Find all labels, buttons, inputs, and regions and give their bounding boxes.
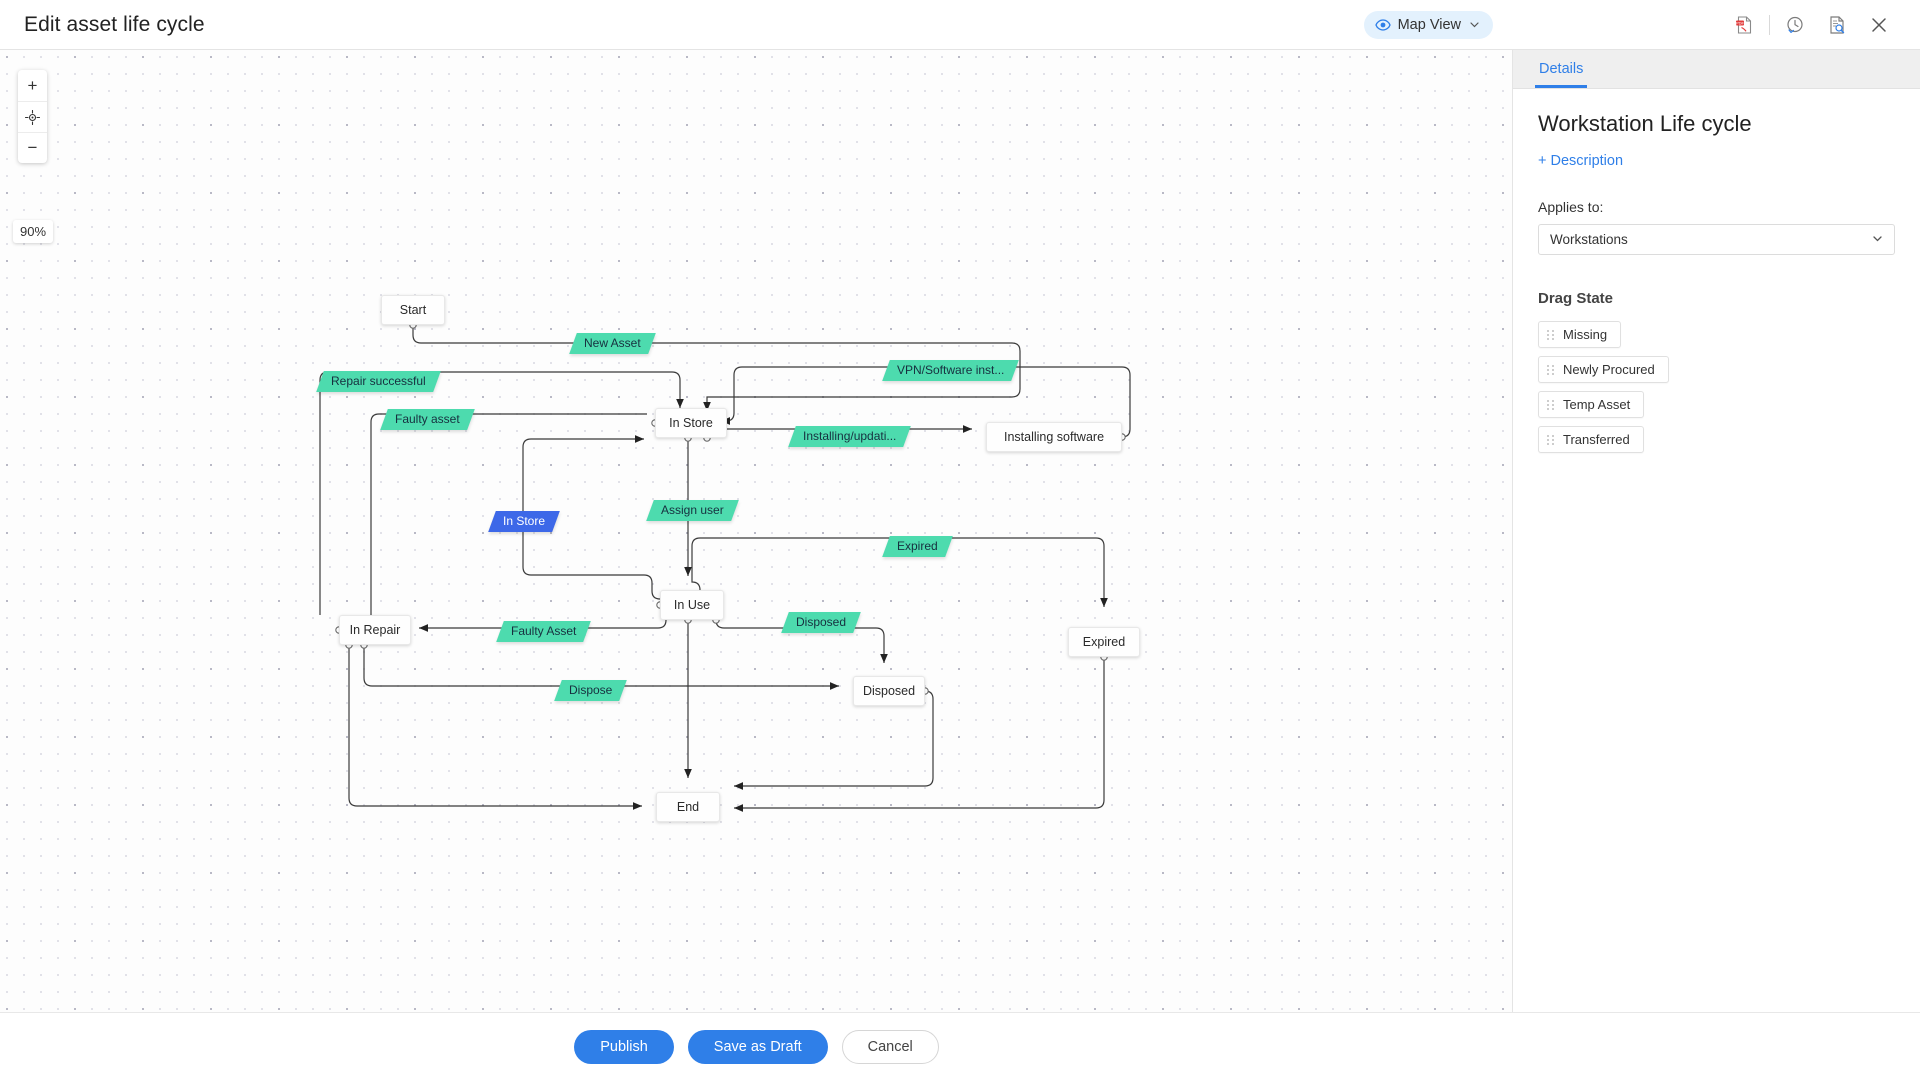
flow-node-label: In Use [673, 598, 711, 612]
flow-node-label: In Store [669, 416, 713, 430]
panel-body: Workstation Life cycle + Description App… [1513, 89, 1920, 453]
zoom-controls: + − [18, 70, 47, 163]
zoom-in-button[interactable]: + [27, 75, 38, 95]
eye-icon [1374, 17, 1391, 33]
flow-node-label: Disposed [862, 684, 916, 698]
edge-label-text: Repair successful [331, 374, 426, 388]
drag-handle-icon[interactable] [1547, 434, 1554, 445]
edge-label-assign-user[interactable]: Assign user [646, 500, 739, 521]
details-panel: Details Workstation Life cycle + Descrip… [1513, 50, 1920, 1012]
tab-details[interactable]: Details [1535, 61, 1588, 88]
map-view-label: Map View [1397, 16, 1461, 33]
flow-node-inuse[interactable]: In Use [660, 590, 724, 620]
flow-node-label: End [676, 800, 700, 814]
drag-state-chip[interactable]: Transferred [1538, 426, 1644, 453]
applies-to-select[interactable]: Workstations [1538, 224, 1895, 255]
edge-label-vpn-software[interactable]: VPN/Software inst... [882, 360, 1020, 381]
zoom-level-indicator: 90% [13, 220, 54, 243]
drag-state-chip[interactable]: Temp Asset [1538, 391, 1645, 418]
map-view-dropdown[interactable]: Map View [1363, 10, 1493, 39]
chevron-down-icon [1871, 232, 1884, 248]
edge-label-expired-lbl[interactable]: Expired [882, 536, 953, 557]
add-description-link[interactable]: + Description [1538, 153, 1624, 169]
drag-state-label: Transferred [1563, 432, 1630, 447]
fit-to-screen-icon[interactable] [18, 101, 47, 132]
edge-label-text: Faulty asset [395, 412, 460, 426]
save-as-draft-button[interactable]: Save as Draft [687, 1029, 828, 1064]
drag-state-title: Drag State [1538, 290, 1614, 307]
publish-button[interactable]: Publish [574, 1029, 674, 1064]
body: + − 90% [0, 50, 1920, 1012]
edge-label-text: In Store [503, 514, 546, 528]
edge-label-dispose-lbl[interactable]: Dispose [554, 680, 628, 701]
flow-node-installing[interactable]: Installing software [986, 422, 1122, 452]
edge-label-in-store-sel[interactable]: In Store [488, 511, 560, 532]
flow-node-label: Expired [1082, 635, 1126, 649]
flow-node-start[interactable]: Start [381, 295, 445, 325]
edge-label-text: Disposed [796, 615, 847, 629]
drag-state-chip[interactable]: Missing [1538, 321, 1622, 348]
flow-node-label: Start [399, 303, 427, 317]
footer-filler [1513, 1012, 1920, 1080]
pdf-export-icon[interactable]: PDF [1723, 4, 1765, 46]
flow-node-inrepair[interactable]: In Repair [339, 615, 411, 645]
zoom-out-button[interactable]: − [18, 132, 47, 163]
edge-label-installing-up[interactable]: Installing/updati... [788, 426, 912, 447]
applies-to-value: Workstations [1550, 232, 1628, 247]
cancel-button[interactable]: Cancel [841, 1029, 939, 1064]
flow-graph [0, 50, 1512, 1012]
applies-to-label: Applies to: [1538, 199, 1604, 215]
footer-actions: Publish Save as Draft Cancel [0, 1012, 1513, 1080]
drag-state-label: Missing [1563, 327, 1608, 342]
edge-label-text: Expired [897, 539, 938, 553]
drag-state-chip[interactable]: Newly Procured [1538, 356, 1669, 383]
edge-label-faulty-asset-1[interactable]: Faulty asset [380, 409, 475, 430]
svg-text:PDF: PDF [1736, 20, 1745, 25]
drag-handle-icon[interactable] [1547, 399, 1554, 410]
flow-node-label: Installing software [1003, 430, 1105, 444]
flow-node-instore[interactable]: In Store [655, 408, 727, 438]
footer-wrap: Publish Save as Draft Cancel [0, 1012, 1920, 1080]
chevron-down-icon [1469, 19, 1480, 30]
header-divider [1769, 14, 1770, 35]
edge-label-faulty-asset-2[interactable]: Faulty Asset [496, 621, 592, 642]
edge-label-text: Dispose [569, 683, 613, 697]
edge-label-text: Faulty Asset [511, 624, 577, 638]
edge-label-repair-ok[interactable]: Repair successful [316, 371, 441, 392]
drag-handle-icon[interactable] [1547, 329, 1554, 340]
lifecycle-title: Workstation Life cycle [1538, 111, 1752, 136]
flow-node-label: In Repair [349, 623, 401, 637]
edge-layer [319, 321, 1131, 812]
flow-node-disposed[interactable]: Disposed [853, 676, 925, 706]
edge-label-text: VPN/Software inst... [897, 363, 1005, 377]
document-search-icon[interactable] [1816, 4, 1858, 46]
header-icon-group: PDF [1723, 4, 1900, 46]
flow-node-expired[interactable]: Expired [1068, 627, 1140, 657]
app-header: Edit asset life cycle Map View PDF [0, 0, 1920, 50]
flow-node-end[interactable]: End [656, 792, 720, 822]
diagram-canvas[interactable]: + − 90% [0, 50, 1513, 1012]
edge-label-text: New Asset [584, 336, 641, 350]
edge-label-text: Assign user [661, 503, 724, 517]
edge-label-text: Installing/updati... [803, 429, 897, 443]
close-icon[interactable] [1858, 4, 1900, 46]
history-clock-icon[interactable] [1774, 4, 1816, 46]
drag-handle-icon[interactable] [1547, 364, 1554, 375]
page-title: Edit asset life cycle [24, 12, 205, 36]
panel-tabstrip: Details [1513, 50, 1920, 89]
drag-state-label: Newly Procured [1563, 362, 1655, 377]
edge-label-disposed-lbl[interactable]: Disposed [781, 612, 861, 633]
drag-state-label: Temp Asset [1563, 397, 1631, 412]
edge-label-new-asset[interactable]: New Asset [569, 333, 656, 354]
